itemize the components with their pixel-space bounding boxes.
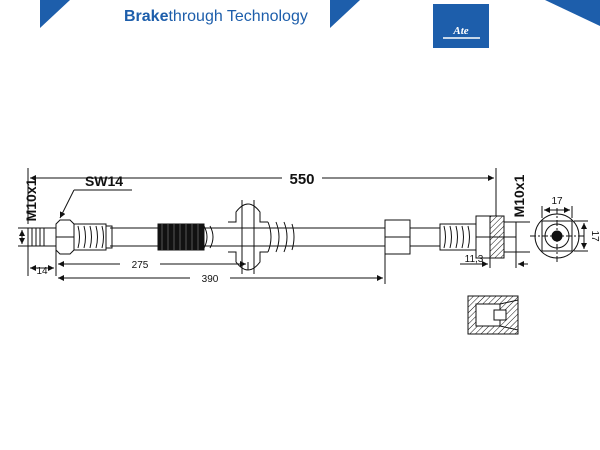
left-thread-nipple	[27, 227, 57, 247]
hose-tube	[110, 227, 440, 247]
right-end-fitting	[475, 215, 517, 259]
ate-logo: Ate	[433, 4, 489, 48]
dim-bracket	[58, 261, 249, 270]
right-thread-label: M10x1	[511, 174, 527, 217]
dim-left-thread	[18, 227, 28, 247]
middle-fitting-distance-label: 390	[202, 274, 219, 285]
sw14-leader	[59, 189, 132, 219]
overall-length-label: 550	[289, 171, 314, 188]
hex-end-view	[530, 208, 584, 264]
dim-hex-height	[574, 220, 588, 252]
header-corner-far-right	[545, 0, 600, 26]
brand-title: Brakethrough Technology	[124, 8, 308, 25]
left-hex-fitting	[55, 219, 75, 255]
mounting-bracket	[228, 200, 295, 274]
brand-title-regular: through Technology	[168, 8, 307, 25]
brake-hose-drawing: 550 SW14 M10x1 M10x1 14	[18, 168, 600, 335]
dim-sleeve	[58, 254, 386, 284]
dim-fitting	[27, 246, 57, 276]
dim-right-fitting	[460, 252, 528, 268]
hex-width-label: 17	[551, 196, 563, 207]
bracket-distance-label: 275	[132, 260, 149, 271]
fitting-section-detail	[467, 295, 519, 335]
header-bar: Brakethrough Technology Ate	[40, 0, 600, 48]
left-crimp-ferrule	[73, 223, 113, 251]
header-corner-right	[330, 0, 360, 28]
header-corner-left	[40, 0, 70, 28]
hex-height-label: 17	[589, 230, 600, 242]
dim-right-thread	[516, 221, 530, 253]
ate-logo-text: Ate	[452, 25, 468, 37]
middle-fitting	[384, 219, 411, 255]
wrench-size-label: SW14	[85, 173, 123, 189]
protective-sleeve	[157, 223, 214, 251]
dim-overall	[27, 168, 497, 224]
dim-hex-width	[541, 206, 573, 218]
left-thread-label: M10x1	[23, 178, 39, 221]
right-crimp-ferrule	[439, 223, 477, 251]
fitting-length-label: 14	[36, 266, 48, 277]
brand-title-bold: Brake	[124, 8, 169, 25]
right-fitting-length-label: 11,3	[465, 254, 484, 265]
